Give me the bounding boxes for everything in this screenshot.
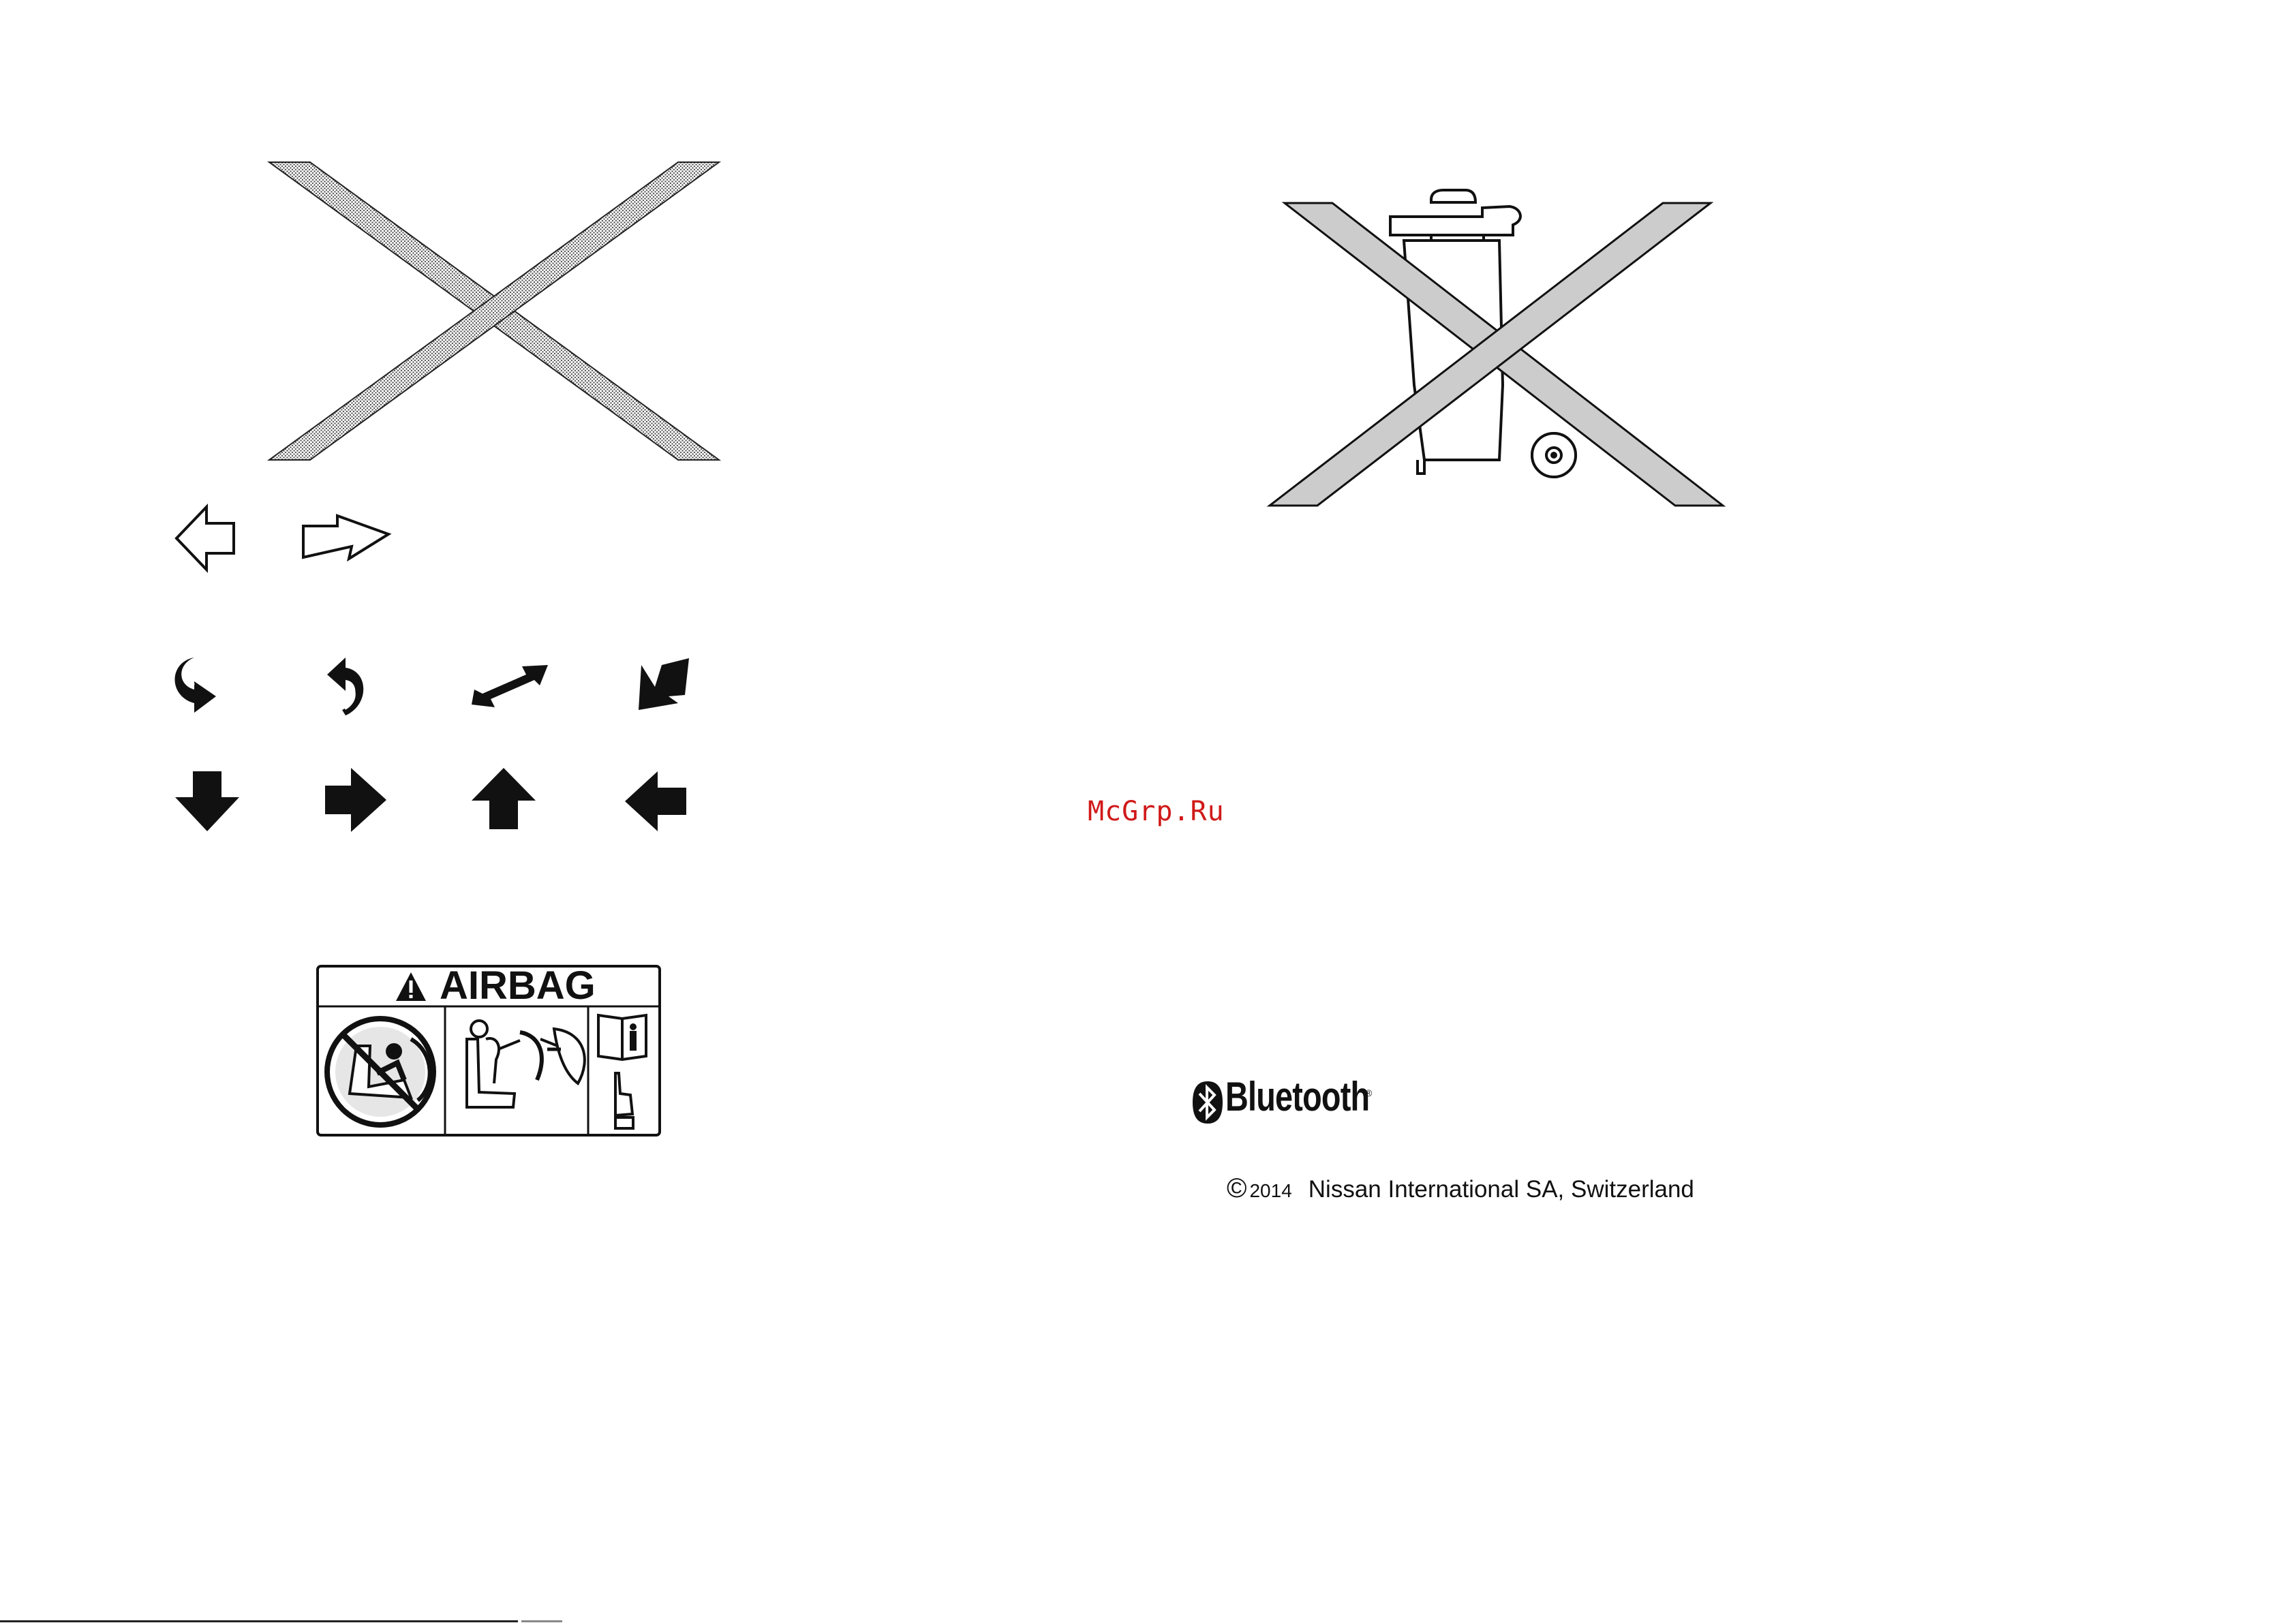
outline-arrow-left-icon <box>174 504 236 572</box>
copyright-symbol: © <box>1227 1173 1246 1203</box>
no-child-seat-icon <box>327 1019 433 1125</box>
watermark-text: McGrp.Ru <box>1088 796 1225 827</box>
curved-arrow-down-icon <box>174 654 221 715</box>
bluetooth-rune-icon <box>1191 1080 1224 1125</box>
arrow-down-left-icon <box>637 654 692 712</box>
hatched-cross-icon <box>266 160 722 463</box>
bottom-rule <box>0 1620 518 1622</box>
outline-arrow-down-right-icon <box>300 512 392 561</box>
double-arrow-diagonal-icon <box>470 662 551 709</box>
bottom-rule-segment <box>521 1620 562 1622</box>
crossed-out-wheelie-bin-icon <box>1268 187 1731 508</box>
solid-arrow-left-icon <box>624 770 688 833</box>
solid-arrow-right-icon <box>324 767 388 833</box>
curved-arrow-up-icon <box>322 654 369 719</box>
registered-mark: ® <box>1365 1087 1372 1098</box>
solid-arrow-down-icon <box>174 770 241 833</box>
solid-arrow-up-icon <box>470 767 537 831</box>
copyright-year: 2014 <box>1249 1180 1291 1201</box>
copyright-holder: Nissan International SA, Switzerland <box>1308 1176 1694 1203</box>
bluetooth-wordmark: Bluetooth <box>1225 1073 1369 1120</box>
airbag-label-title: AIRBAG <box>440 963 596 1008</box>
copyright-line: ©2014 Nissan International SA, Switzerlan… <box>1227 1173 1694 1204</box>
